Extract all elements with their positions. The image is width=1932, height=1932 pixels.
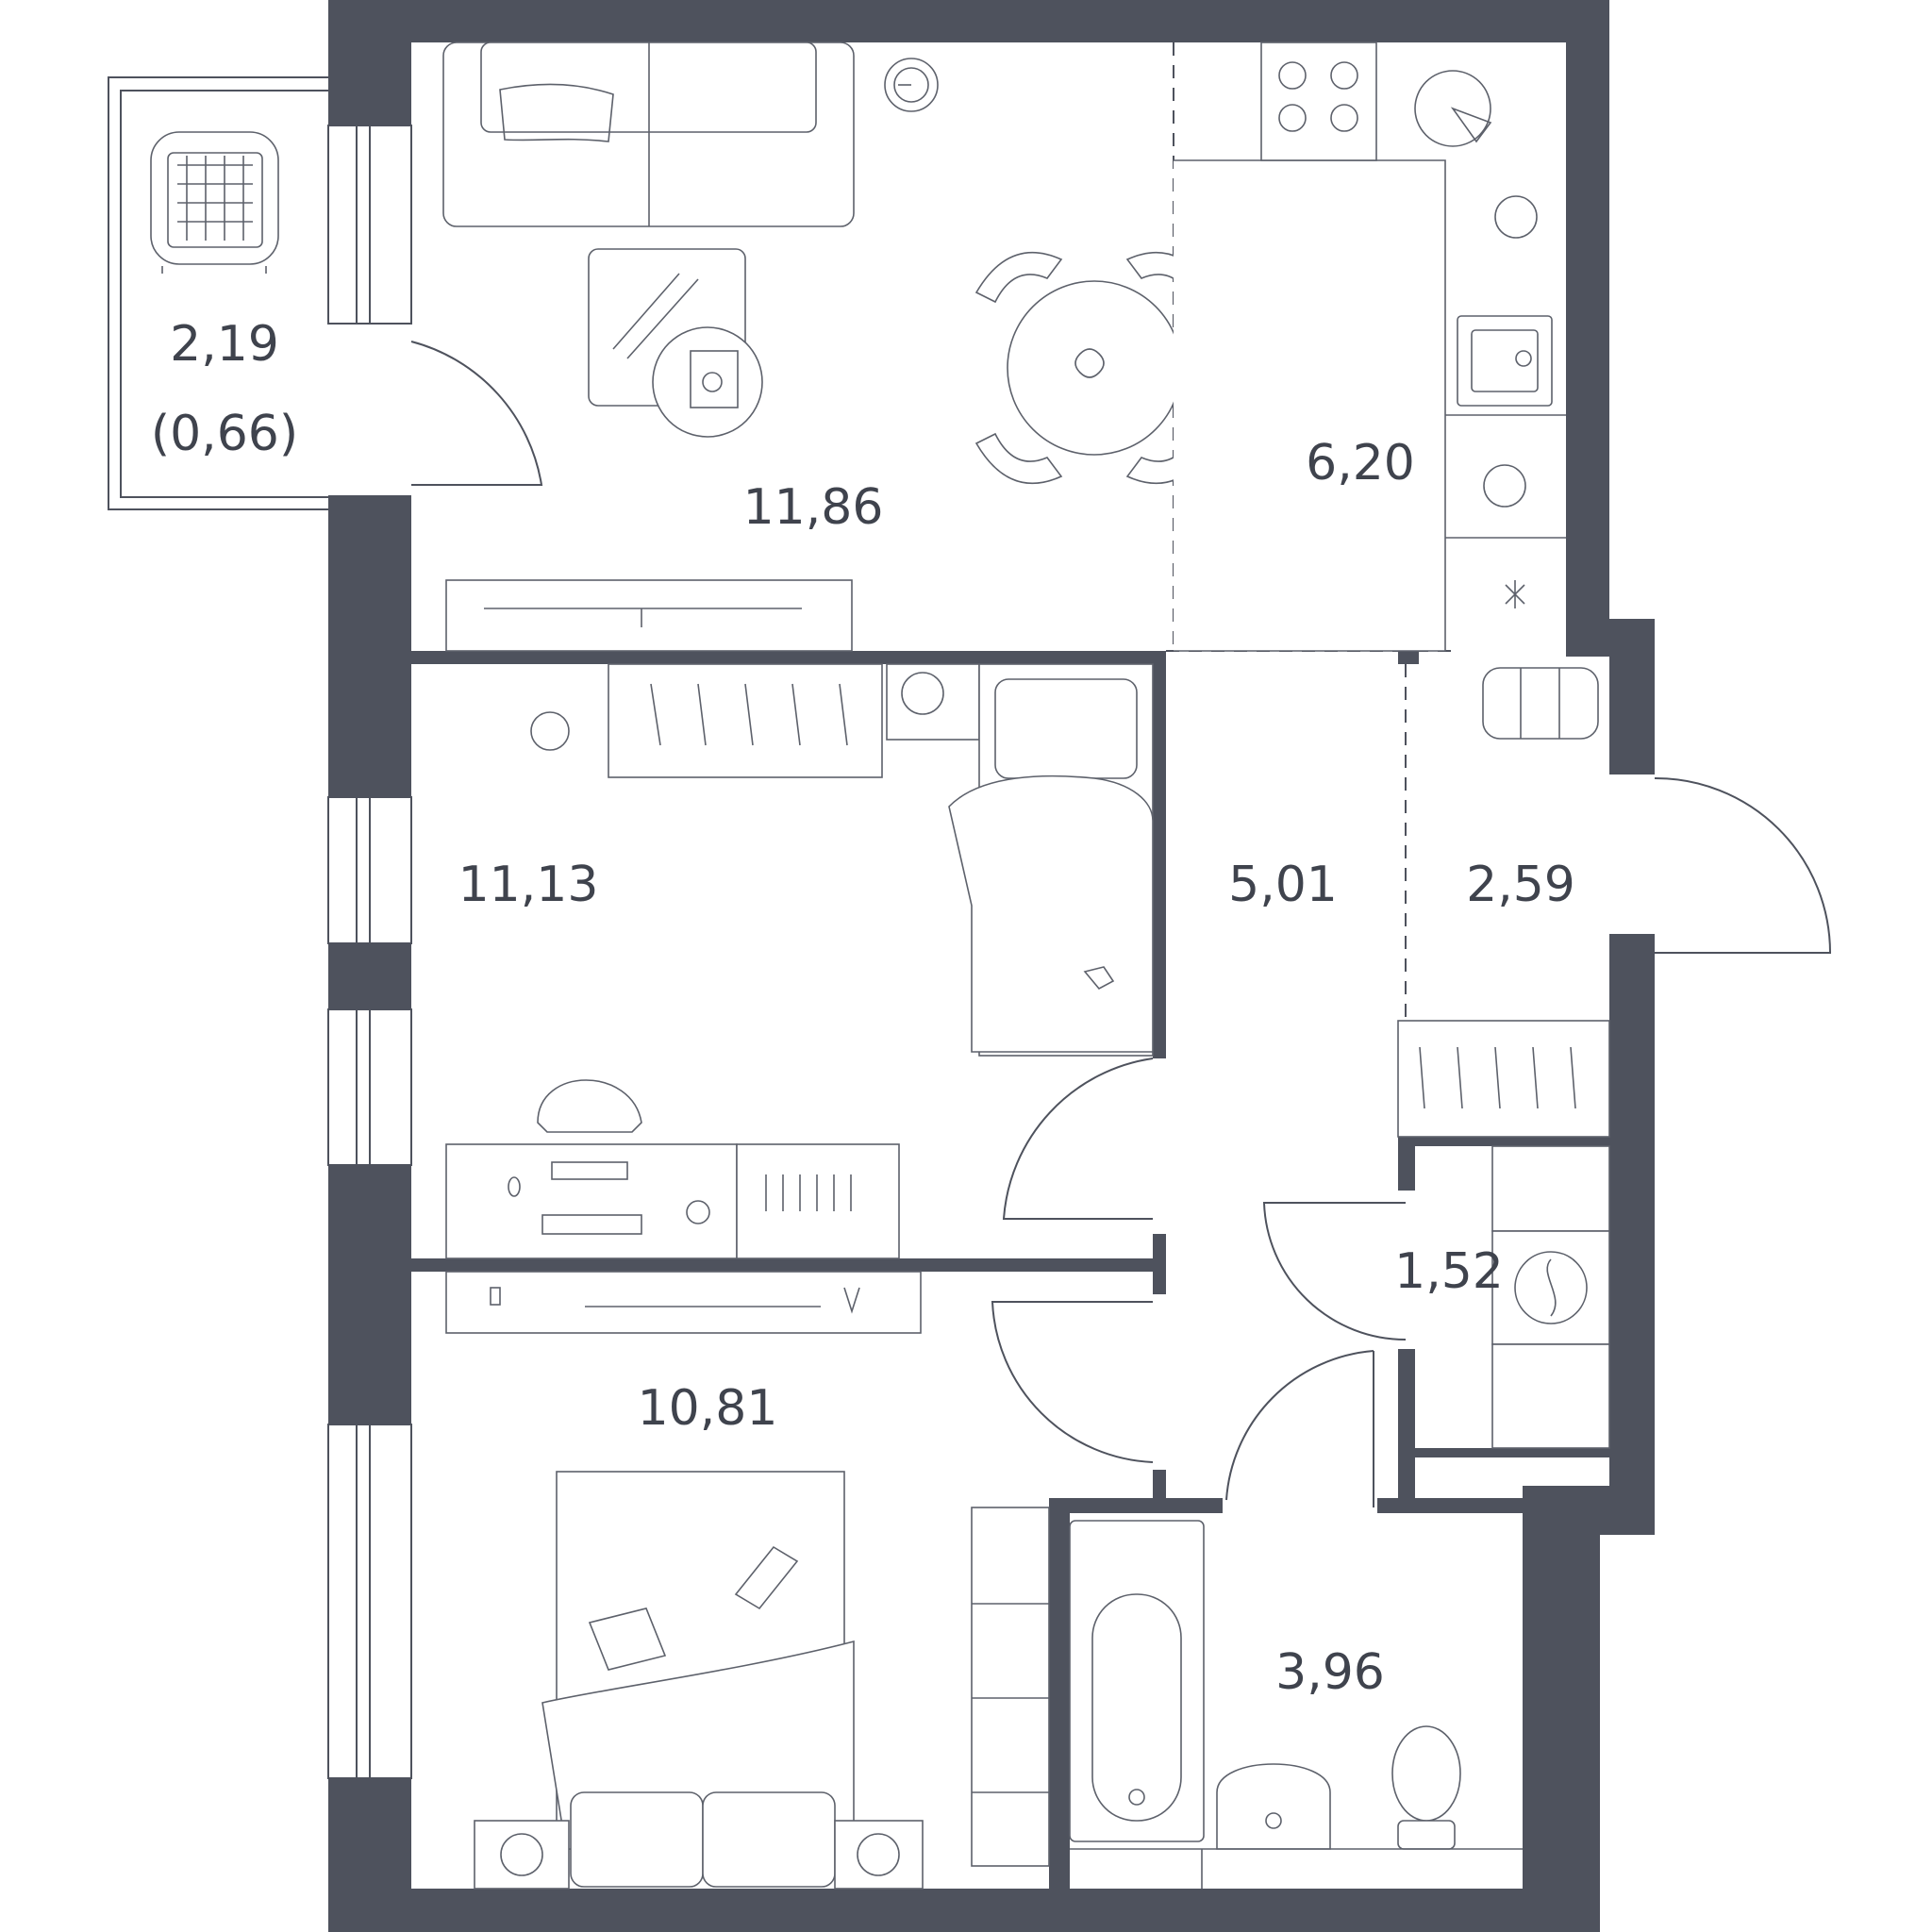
- entry-wardrobe-icon: [1397, 1020, 1610, 1138]
- washbasin-icon: [1216, 1763, 1331, 1850]
- bathtub-icon: [1069, 1520, 1205, 1842]
- dishwasher-icon: [1445, 414, 1566, 539]
- balcony-area: 2,19: [170, 316, 279, 373]
- dining-table-icon: [974, 251, 1214, 485]
- entry-area: 2,59: [1466, 857, 1575, 913]
- wardrobe-icon: [608, 663, 883, 778]
- door-bedroom-top: [1002, 1058, 1154, 1220]
- laundry: 1,52: [1394, 1145, 1610, 1449]
- pie-icon: [1414, 70, 1492, 147]
- nightstand-right-icon: [834, 1820, 924, 1890]
- bed-icon: [948, 663, 1154, 1057]
- desk-icon: [445, 1079, 900, 1259]
- sofa-icon: [442, 42, 855, 227]
- door-laundry: [1262, 1202, 1407, 1341]
- bathroom-area: 3,96: [1275, 1644, 1385, 1701]
- ball-icon: [530, 711, 570, 751]
- tv-stand-icon: [445, 579, 853, 652]
- balcony: 2,19 (0,66): [108, 76, 328, 510]
- living-room-area: 11,86: [743, 479, 884, 536]
- windows: [327, 125, 412, 1779]
- kitchen-area: 6,20: [1306, 435, 1415, 491]
- nightstand-left-icon: [474, 1820, 570, 1890]
- nightstand-icon: [886, 663, 980, 741]
- walls: [328, 0, 1655, 1932]
- laundry-area: 1,52: [1394, 1243, 1504, 1300]
- door-bedroom-bottom: [991, 1301, 1154, 1463]
- armchair-icon: [150, 131, 279, 274]
- door-balcony: [410, 341, 543, 486]
- bed-icon: [541, 1471, 855, 1888]
- kitchen: 6,20: [1174, 42, 1566, 652]
- hall: 5,01: [1228, 857, 1338, 913]
- shelving-icon: [971, 1507, 1050, 1867]
- doors: [410, 341, 1832, 1507]
- hall-area: 5,01: [1228, 857, 1338, 913]
- cooktop-icon: [1260, 42, 1377, 161]
- door-bathroom: [1225, 1350, 1374, 1507]
- door-entrance: [1654, 776, 1832, 954]
- tv-shelf-icon: [445, 1271, 922, 1334]
- entry: 2,59: [1397, 667, 1610, 1138]
- bedroom-bottom-area: 10,81: [638, 1380, 778, 1437]
- balcony-area-reduced: (0,66): [151, 406, 298, 462]
- floor-lamp-icon: [884, 58, 939, 112]
- washing-machine-icon: [1491, 1230, 1610, 1345]
- coffee-table-icon: [588, 248, 763, 438]
- toilet-icon: [1391, 1725, 1461, 1850]
- bedroom-top-area: 11,13: [458, 857, 599, 913]
- plate-icon: [1494, 195, 1538, 239]
- bathroom: 3,96: [1069, 1520, 1523, 1889]
- pouf-icon: [1482, 667, 1599, 740]
- living-room: 11,86: [442, 42, 1214, 652]
- sink-icon: [1457, 315, 1553, 407]
- bedroom-bottom: 10,81: [445, 1271, 1050, 1890]
- fridge-icon: [1505, 580, 1525, 608]
- bedroom-top: 11,13: [445, 663, 1154, 1259]
